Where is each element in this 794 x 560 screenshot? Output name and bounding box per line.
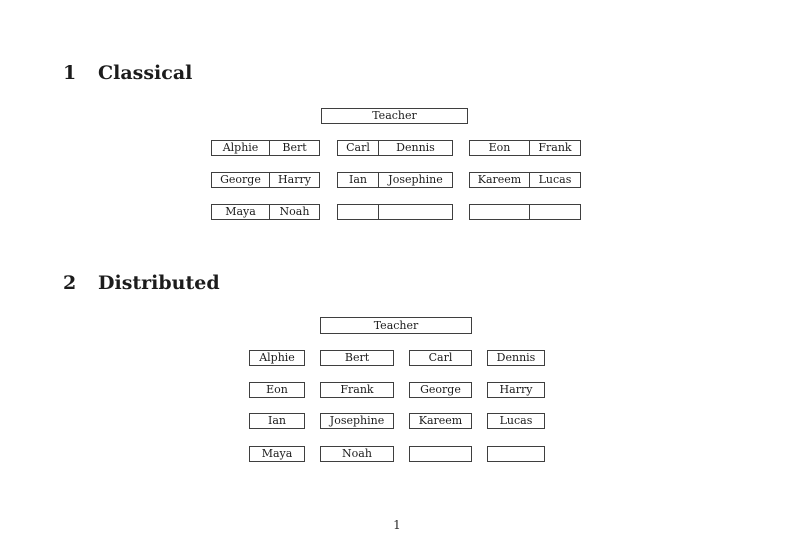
seat-kareem: Kareem [409,413,472,429]
seat-george: George [212,173,270,187]
desk-empty-2 [469,204,581,220]
seat-noah: Noah [320,446,394,462]
seat-josephine: Josephine [320,413,394,429]
teacher-label: Teacher [372,109,417,122]
seat-eon: Eon [470,141,530,155]
seat-dennis: Dennis [487,350,545,366]
seat-alphie: Alphie [249,350,305,366]
seat-alphie: Alphie [212,141,270,155]
seat-empty [530,205,580,219]
page-number: 1 [393,518,401,532]
seat-empty [470,205,530,219]
desk-maya-noah: Maya Noah [211,204,320,220]
seat-empty [409,446,472,462]
teacher-label: Teacher [373,318,419,332]
seat-eon: Eon [249,382,305,398]
seat-kareem: Kareem [470,173,530,187]
seat-lucas: Lucas [487,413,545,429]
seat-george: George [409,382,472,398]
seat-empty [487,446,545,462]
section-title: Distributed [98,272,220,294]
section-number: 2 [63,272,77,294]
seat-frank: Frank [320,382,394,398]
teacher-box-classical: Teacher [321,108,468,124]
seat-bert: Bert [320,350,394,366]
seat-lucas: Lucas [538,173,572,186]
section-number: 1 [63,62,77,84]
desk-george-harry: George Harry [211,172,320,188]
teacher-box-distributed: Teacher [320,317,472,334]
section-heading-distributed: 2 Distributed [63,273,220,293]
seat-maya: Maya [212,205,270,219]
section-heading-classical: 1 Classical [63,63,192,83]
seat-harry: Harry [487,382,545,398]
desk-empty-1 [337,204,453,220]
seat-harry: Harry [278,173,311,186]
desk-ian-josephine: Ian Josephine [337,172,453,188]
seat-dennis: Dennis [396,141,435,154]
seat-noah: Noah [279,205,310,218]
desk-alphie-bert: Alphie Bert [211,140,320,156]
seat-carl: Carl [409,350,472,366]
seat-empty [379,205,452,219]
seat-maya: Maya [249,446,305,462]
seat-ian: Ian [249,413,305,429]
desk-kareem-lucas: Kareem Lucas [469,172,581,188]
desk-eon-frank: Eon Frank [469,140,581,156]
seat-bert: Bert [282,141,307,154]
desk-carl-dennis: Carl Dennis [337,140,453,156]
seat-ian: Ian [338,173,379,187]
seat-frank: Frank [538,141,572,154]
seat-carl: Carl [338,141,379,155]
seat-josephine: Josephine [388,173,443,186]
section-title: Classical [98,62,193,84]
seat-empty [338,205,379,219]
